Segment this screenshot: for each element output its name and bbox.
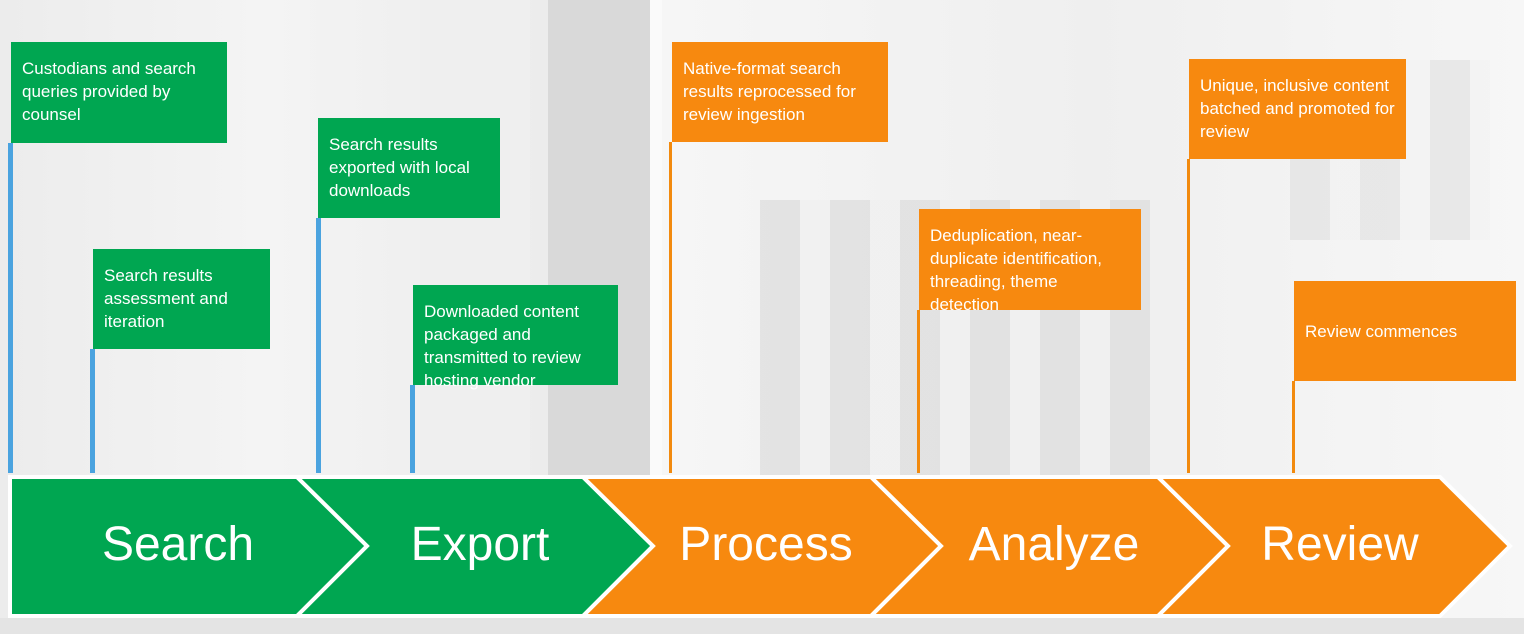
stage-label-process: Process	[679, 518, 853, 571]
flag-unique-content: Unique, inclusive content batched and pr…	[1189, 59, 1406, 159]
flag-pole-7	[1187, 159, 1190, 473]
flag-search-assessment: Search results assessment and iteration	[93, 249, 270, 349]
flag-review-commences: Review commences	[1294, 281, 1516, 381]
chevron-review	[1153, 475, 1513, 618]
flag-pole-3	[316, 218, 321, 473]
flag-downloaded-content: Downloaded content packaged and transmit…	[413, 285, 618, 390]
flag-pole-6	[917, 310, 920, 473]
flag-pole-2	[90, 349, 95, 473]
flag-pole-4	[410, 385, 415, 473]
stage-label-export: Export	[410, 518, 550, 571]
stage-label-review: Review	[1261, 518, 1419, 571]
flag-custodians: Custodians and search queries provided b…	[11, 42, 227, 143]
stage-label-search: Search	[101, 518, 255, 571]
flag-pole-1	[8, 143, 13, 473]
flag-search-exported: Search results exported with local downl…	[318, 118, 500, 218]
flag-pole-5	[669, 142, 672, 473]
flag-pole-8	[1292, 381, 1295, 473]
flag-native-format: Native-format search results reprocessed…	[672, 42, 888, 142]
process-chevron-bar	[8, 475, 1513, 618]
stage-label-analyze: Analyze	[968, 518, 1140, 571]
flag-deduplication: Deduplication, near-duplicate identifica…	[919, 209, 1141, 314]
